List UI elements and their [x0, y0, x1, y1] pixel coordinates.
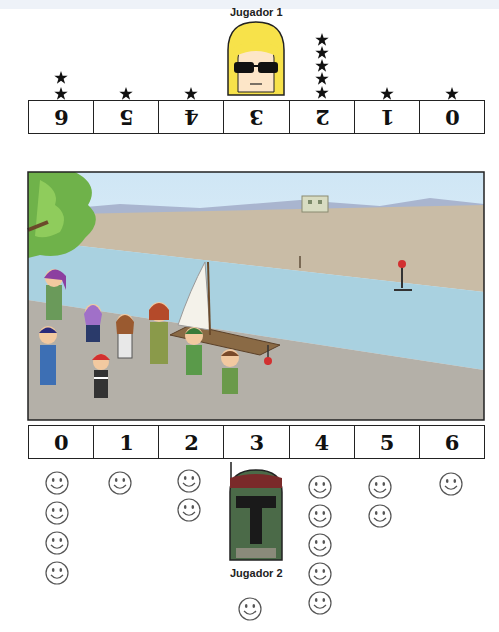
player-label: Jugador 1 — [230, 6, 283, 18]
cell-number: 5 — [119, 107, 134, 128]
number-cell: 0 — [28, 425, 95, 459]
cell-number: 5 — [380, 432, 395, 453]
number-cell: 6 — [28, 100, 95, 134]
cell-number: 3 — [249, 432, 264, 453]
cell-number: 4 — [184, 107, 199, 128]
river-scene — [28, 172, 484, 420]
player2-helmet — [230, 462, 282, 560]
number-cell: 2 — [158, 425, 225, 459]
number-cell: 1 — [354, 100, 421, 134]
cell-number: 2 — [315, 107, 330, 128]
cell-number: 0 — [54, 432, 69, 453]
cell-number: 1 — [380, 107, 395, 128]
number-cell: 5 — [354, 425, 421, 459]
number-cell: 4 — [158, 100, 225, 134]
number-cell: 3 — [223, 425, 290, 459]
number-cell: 0 — [419, 100, 486, 134]
number-cell: 5 — [93, 100, 160, 134]
cell-number: 3 — [249, 107, 264, 128]
number-cell: 3 — [223, 100, 290, 134]
number-cell: 1 — [93, 425, 160, 459]
number-cell: 6 — [419, 425, 486, 459]
number-cell: 2 — [289, 100, 356, 134]
number-cell: 4 — [289, 425, 356, 459]
player-label: Jugador 2 — [230, 567, 283, 579]
cell-number: 1 — [119, 432, 134, 453]
cell-number: 4 — [315, 432, 330, 453]
cell-number: 0 — [445, 107, 460, 128]
player1-face — [228, 22, 284, 95]
smiley-marks — [46, 470, 462, 620]
star-marks — [54, 33, 458, 100]
cell-number: 6 — [54, 107, 69, 128]
cell-number: 2 — [184, 432, 199, 453]
cell-number: 6 — [445, 432, 460, 453]
